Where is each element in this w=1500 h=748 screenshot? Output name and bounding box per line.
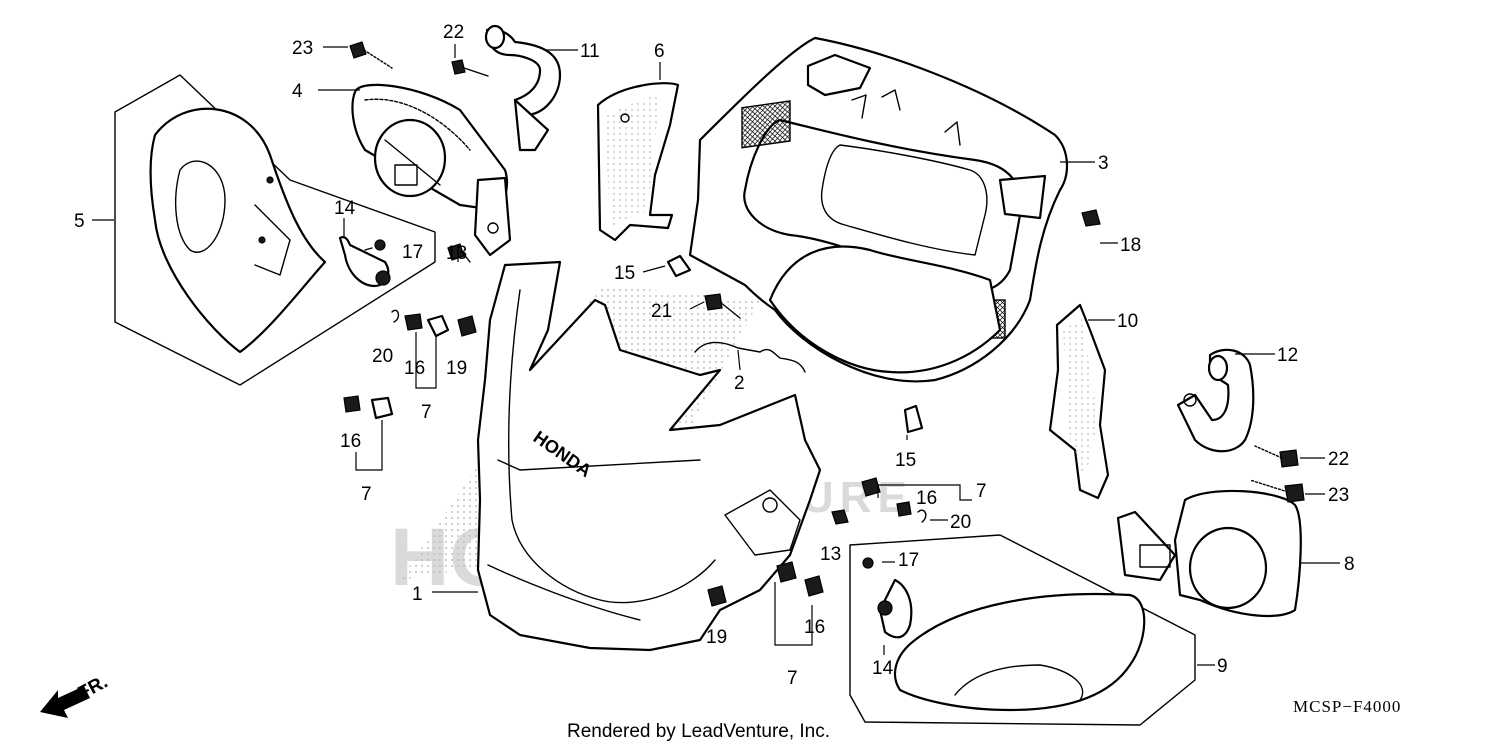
callout-19-left-nut: 19	[446, 358, 467, 379]
callout-14-right-strap: 14	[872, 658, 894, 679]
callout-14-left-strap: 14	[334, 198, 356, 219]
callout-17-right-screw: 17	[898, 550, 919, 571]
callout-20-left-clip: 20	[372, 346, 393, 367]
part-14-right-strap	[877, 578, 913, 639]
callout-16-left-lower: 16	[340, 431, 361, 452]
part-8-right-mirror	[1116, 489, 1302, 618]
callout-13-left-bolt: 13	[446, 243, 467, 264]
callout-15-lower-clip: 15	[895, 450, 916, 471]
callout-23-right-bolt: 23	[1328, 485, 1349, 506]
callout-13-right-bolt: 13	[820, 544, 841, 565]
part-10-right-inner-panel	[1048, 303, 1110, 500]
callout-3-inner-fairing: 3	[1098, 153, 1109, 174]
callout-1-front-cowl: 1	[412, 584, 423, 605]
callout-16-bottom: 16	[804, 617, 825, 638]
part-6-left-inner-panel	[596, 82, 680, 242]
callout-22-right-bolt: 22	[1328, 449, 1349, 470]
callout-16-right-upper: 16	[916, 488, 937, 509]
part-2-wire	[694, 341, 806, 373]
callout-10-right-inner-panel: 10	[1117, 311, 1138, 332]
callout-6-left-inner-panel: 6	[654, 41, 665, 62]
callout-7-bottom: 7	[787, 668, 798, 689]
callout-16-left-upper: 16	[404, 358, 425, 379]
callout-4-left-mirror: 4	[292, 81, 303, 102]
part-4-left-mirror	[351, 83, 512, 257]
part-14-left-strap	[338, 236, 391, 288]
part-1-front-cowl: HONDA	[476, 260, 822, 652]
callout-21: 21	[651, 301, 672, 322]
credit-line: Rendered by LeadVenture, Inc.	[567, 721, 830, 742]
callout-2-wire: 2	[734, 373, 745, 394]
callout-17-left-screw: 17	[402, 242, 423, 263]
callout-12-right-bracket: 12	[1277, 345, 1298, 366]
callout-5-left-cover: 5	[74, 211, 85, 232]
callout-15-upper-clip: 15	[614, 263, 635, 284]
callout-22-left-bolt: 22	[443, 22, 464, 43]
part-9-right-mirror-cover	[849, 534, 1196, 726]
callout-18: 18	[1120, 235, 1141, 256]
callout-11-left-bracket: 11	[580, 41, 600, 62]
front-arrow-icon	[40, 686, 90, 718]
callout-7-left-upper: 7	[421, 402, 432, 423]
part-3-inner-fairing	[688, 36, 1069, 383]
callout-9-right-cover: 9	[1217, 656, 1228, 677]
part-5-left-mirror-cover	[114, 74, 436, 386]
diagram-code: MCSP−F4000	[1293, 697, 1401, 716]
part-12-right-bracket	[1176, 348, 1255, 453]
callout-8-right-mirror: 8	[1344, 554, 1355, 575]
callout-19-right-nut: 19	[706, 627, 727, 648]
callout-7-left-lower: 7	[361, 484, 372, 505]
callout-23-left-bolt: 23	[292, 38, 313, 59]
callout-20-right-clip: 20	[950, 512, 971, 533]
part-11-left-bracket	[484, 24, 562, 152]
callout-7-right-upper: 7	[976, 481, 987, 502]
fasteners	[343, 41, 1305, 607]
leader-lines	[92, 44, 1340, 666]
callouts: 23 22 11 6 4 3 5 14 17 13 18 15 21 10 20…	[74, 22, 1355, 689]
front-direction-indicator: FR.	[40, 672, 111, 718]
